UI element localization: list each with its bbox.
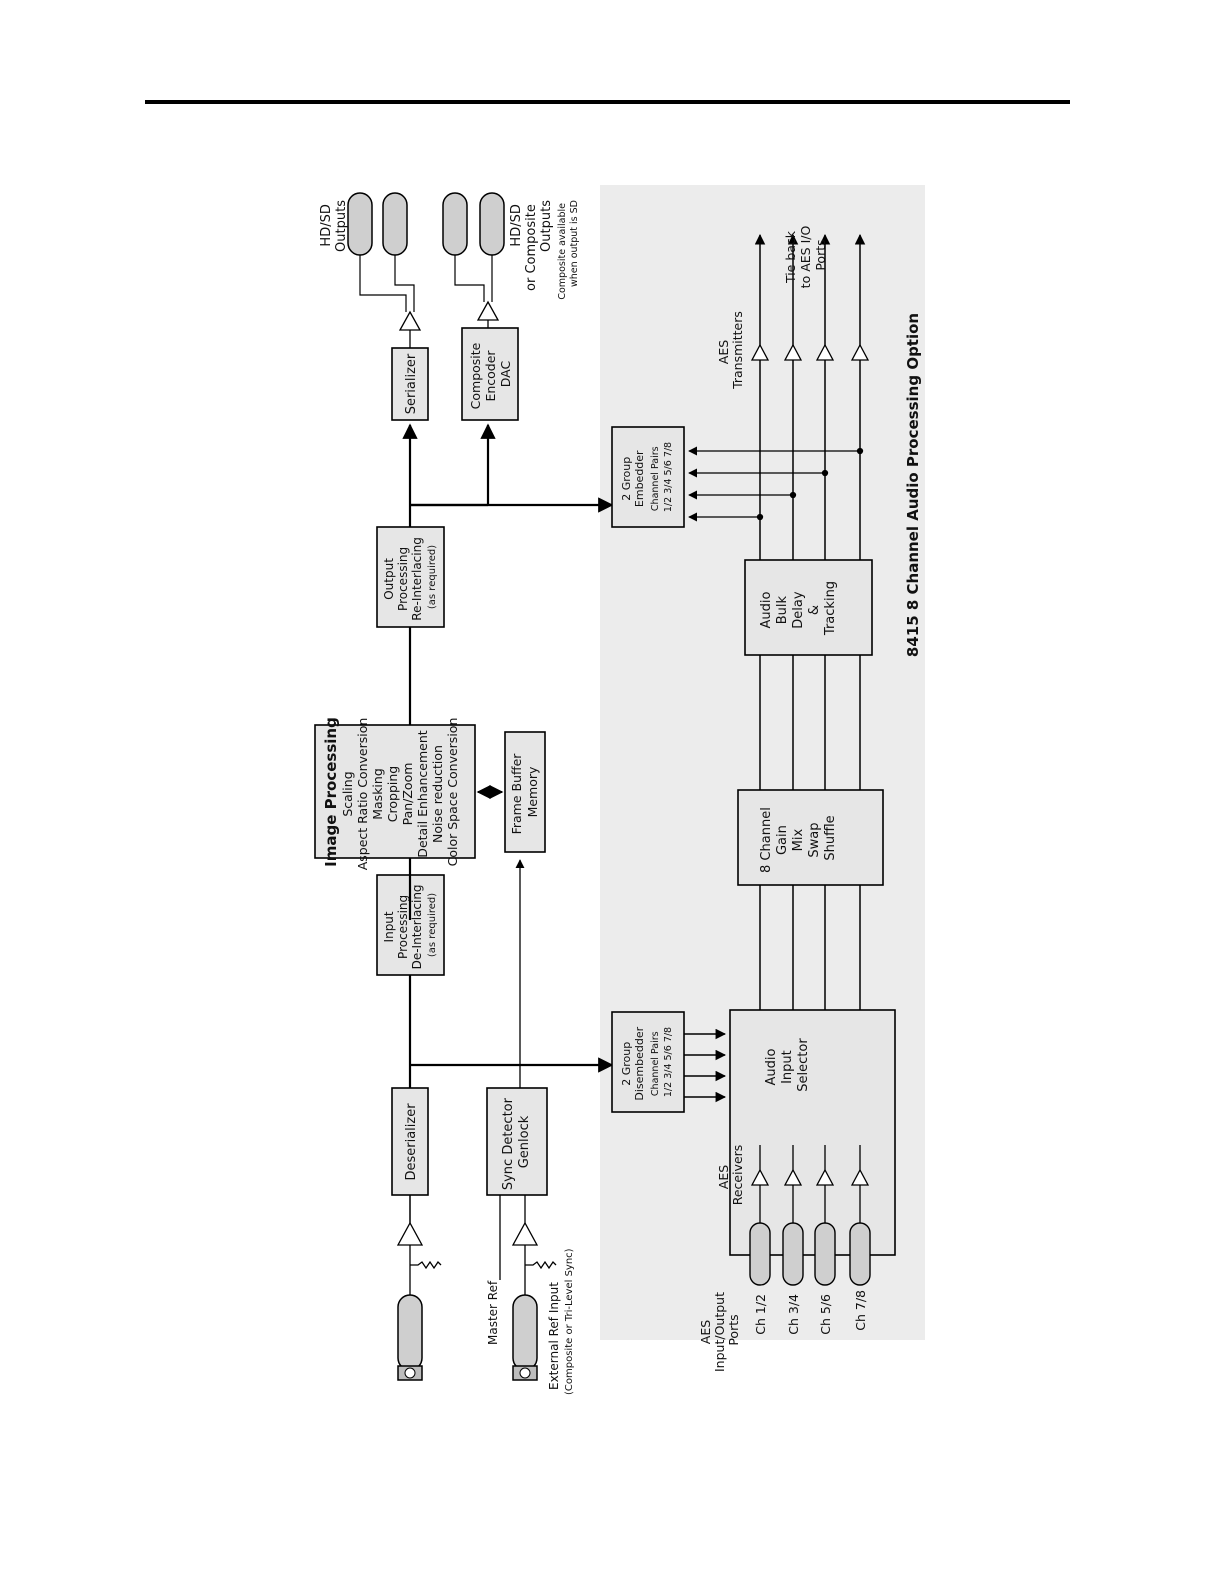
aes-port-connectors <box>749 1222 871 1286</box>
svg-text:Serializer: Serializer <box>404 353 419 414</box>
disembedder-block: 2 Group Disembedder Channel Pairs 1/2 3/… <box>611 1011 685 1113</box>
external-ref-label: External Ref Input <box>547 1282 561 1390</box>
gain-mix-block: 8 Channel Gain Mix Swap Shuffle <box>737 789 884 886</box>
composite-outputs-label: HD/SD or Composite Outputs <box>509 200 554 291</box>
aes-transmitters-label: AES Transmitters <box>716 311 745 390</box>
svg-text:Frame Buffer Memory: Frame Buffer Memory <box>509 750 540 835</box>
output-processing-block: Output Processing Re-Interlacing (as req… <box>376 526 445 628</box>
svg-text:8 Channel Gain: 8 Channel Gain Mix Swap Shuffle <box>759 803 838 873</box>
aes-channel-labels: Ch 1/2 Ch 3/4 Ch 5/6 Ch 7/8 <box>753 1290 868 1335</box>
svg-text:Input Processing: Input Processing De-Interlacing (as requ… <box>382 881 438 970</box>
svg-text:Sync Detector Genlock: Sync Detector Genlock <box>501 1094 532 1190</box>
aes-receivers-label: AES Receivers <box>716 1145 745 1206</box>
svg-text:Audio Input Se: Audio Input Selector <box>764 1038 811 1092</box>
bulk-delay-block: Audio Bulk Delay & Tracking <box>744 559 873 656</box>
composite-encoder-block: Composite Encoder DAC <box>461 327 519 421</box>
svg-text:Output Processing: Output Processing Re-Interlacing (as req… <box>382 533 438 620</box>
top-rule <box>145 100 1070 104</box>
input-buffer <box>396 1221 424 1246</box>
svg-text:2 Group Embedder: 2 Group Embedder Channel Pairs 1/2 3/4 5… <box>620 442 674 512</box>
hdsd-input-connector <box>397 1294 423 1381</box>
input-termination <box>409 1245 442 1295</box>
deserializer-block: Deserializer <box>391 1087 429 1196</box>
serializer-block: Serializer <box>391 347 429 421</box>
aes-transmitter-buffers <box>750 343 870 361</box>
external-ref-connector <box>512 1294 538 1381</box>
hdsd-output-connectors <box>347 192 408 256</box>
sync-detector-block: Sync Detector Genlock <box>486 1087 548 1196</box>
ref-buffer <box>511 1221 539 1246</box>
svg-text:2 Group Disembedder: 2 Group Disembedder Channel Pairs 1/2 3/… <box>620 1023 674 1100</box>
external-ref-note: (Composite or Tri-Level Sync) <box>564 1248 575 1395</box>
image-processing-block: Image Processing Scaling Aspect Ratio Co… <box>314 714 476 871</box>
hdsd-outputs-label: HD/SD Outputs <box>319 200 349 252</box>
frame-buffer-block: Frame Buffer Memory <box>504 731 546 853</box>
deserializer-label: Deserializer <box>404 1103 419 1181</box>
master-ref-label: Master Ref <box>486 1280 500 1345</box>
input-processing-block: Input Processing De-Interlacing (as requ… <box>376 874 445 976</box>
composite-note: Composite available when output is SD <box>557 200 580 300</box>
option-title: 8415 8 Channel Audio Processing Option <box>904 313 922 657</box>
aes-ports-label: AES Input/Output Ports <box>698 1288 741 1372</box>
svg-text:Image Processing: Image Processing <box>322 717 340 867</box>
svg-text:Composite Encoder: Composite Encoder DAC <box>468 339 513 410</box>
embedder-block: 2 Group Embedder Channel Pairs 1/2 3/4 5… <box>611 426 685 528</box>
tie-back-label: Tie back to AES I/O Ports <box>783 222 828 289</box>
composite-output-connectors <box>442 192 505 256</box>
svg-text:Scaling Aspect Ratio C: Scaling Aspect Ratio Conversion Masking … <box>340 714 460 871</box>
svg-text:Audio Bulk Del: Audio Bulk Delay & Tracking <box>759 581 838 636</box>
audio-input-selector-block: Audio Input Selector <box>729 1009 896 1256</box>
